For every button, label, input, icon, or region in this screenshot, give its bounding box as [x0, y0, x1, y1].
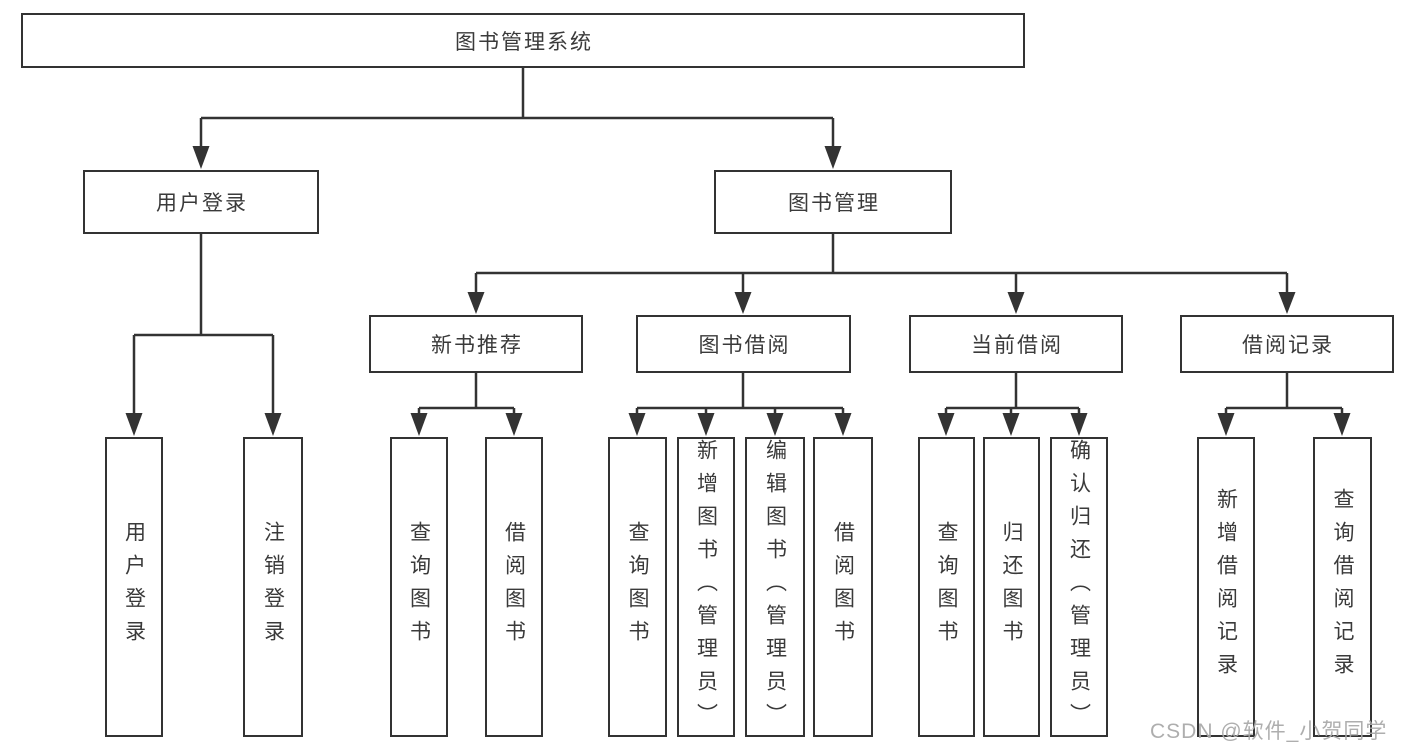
leaf-add-book-admin: 新增图书（管理员）	[677, 437, 735, 737]
connector-lines	[132, 68, 1344, 416]
leaf-borrow-book-2: 借阅图书	[813, 437, 873, 737]
connector-arrowheads	[125, 146, 1351, 436]
leaf-query-book-1: 查询图书	[390, 437, 448, 737]
node-book-borrow: 图书借阅	[636, 315, 851, 373]
node-new-book-recommend: 新书推荐	[369, 315, 583, 373]
leaf-user-login: 用户登录	[105, 437, 163, 737]
leaf-logout: 注销登录	[243, 437, 303, 737]
node-borrow-records: 借阅记录	[1180, 315, 1394, 373]
leaf-query-book-3: 查询图书	[918, 437, 975, 737]
node-user-login: 用户登录	[83, 170, 319, 234]
leaf-borrow-book-1: 借阅图书	[485, 437, 543, 737]
leaf-edit-book-admin: 编辑图书（管理员）	[745, 437, 805, 737]
node-book-management: 图书管理	[714, 170, 952, 234]
leaf-confirm-return-admin: 确认归还（管理员）	[1050, 437, 1108, 737]
node-root: 图书管理系统	[21, 13, 1025, 68]
leaf-return-book: 归还图书	[983, 437, 1040, 737]
csdn-watermark: CSDN @软件_小贺同学	[1150, 720, 1388, 743]
node-current-borrow: 当前借阅	[909, 315, 1123, 373]
leaf-query-book-2: 查询图书	[608, 437, 667, 737]
leaf-add-borrow-record: 新增借阅记录	[1197, 437, 1255, 737]
leaf-query-borrow-record: 查询借阅记录	[1313, 437, 1372, 737]
